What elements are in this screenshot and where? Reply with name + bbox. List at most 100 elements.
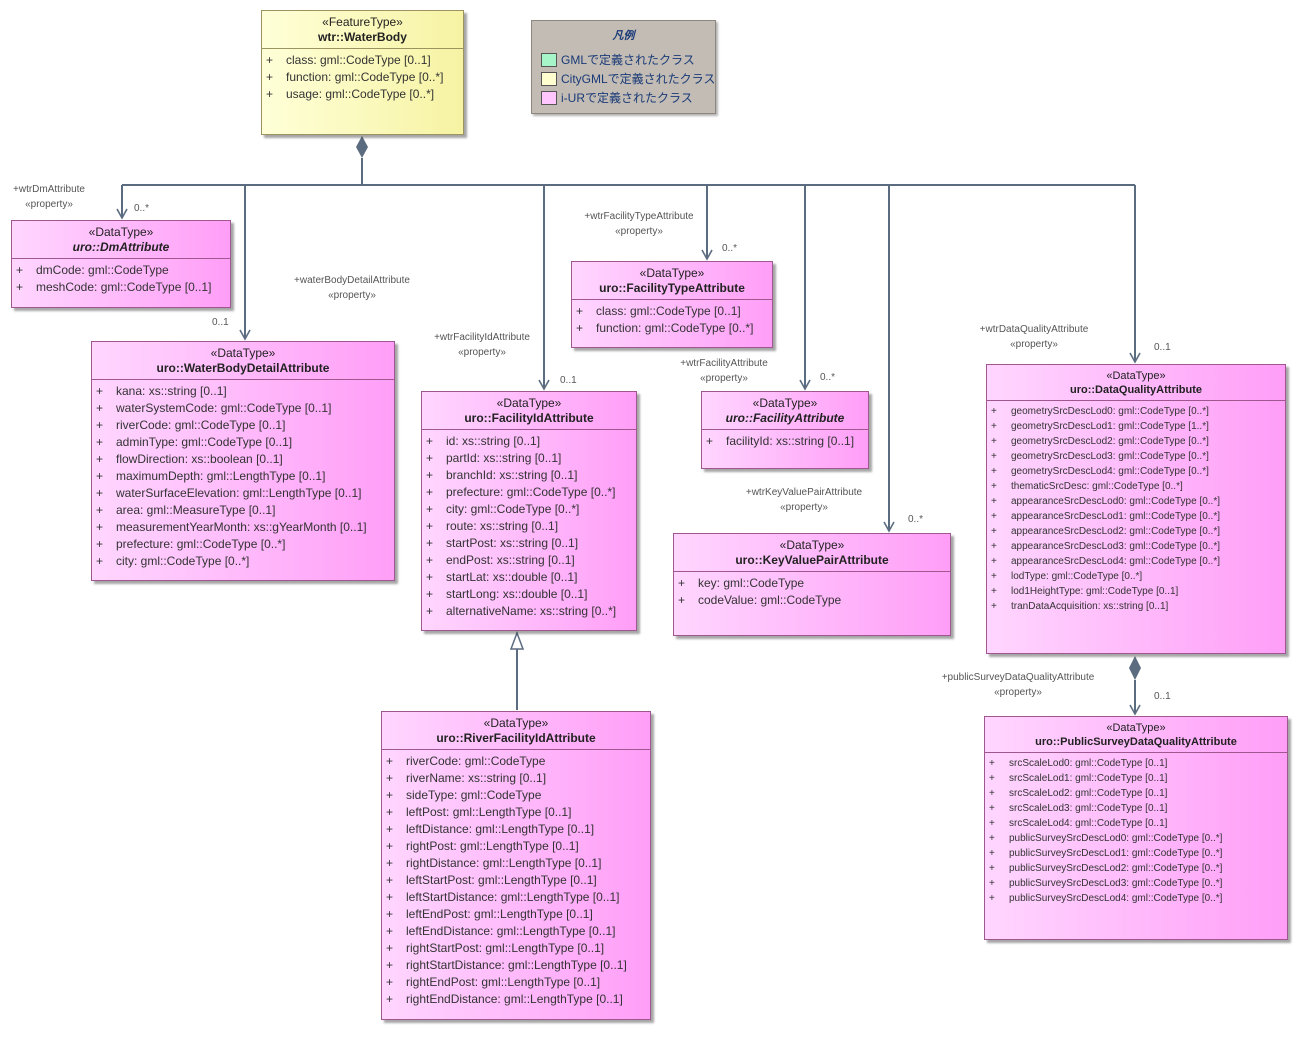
attribute-text: srcScaleLod0: gml::CodeType [0..1] (1009, 758, 1168, 769)
attribute-text: flowDirection: xs::boolean [0..1] (116, 452, 283, 466)
attribute-text: riverCode: gml::CodeType [0..1] (116, 418, 286, 432)
attribute-text: partId: xs::string [0..1] (446, 451, 562, 465)
multiplicity-facid: 0..1 (560, 375, 577, 386)
visibility-marker: + (96, 435, 104, 449)
class-stereotype: «DataType» (483, 716, 549, 730)
class-facility-type-attribute[interactable]: «DataType»uro::FacilityTypeAttribute+cla… (571, 261, 773, 348)
visibility-marker: + (386, 890, 394, 904)
role-label-facid: +wtrFacilityIdAttribute«property» (434, 332, 530, 358)
visibility-marker: + (426, 570, 434, 584)
attribute-text: kana: xs::string [0..1] (116, 384, 227, 398)
legend-swatch-gml (541, 53, 557, 67)
visibility-marker: + (96, 452, 104, 466)
class-key-value-pair-attribute[interactable]: «DataType»uro::KeyValuePairAttribute+key… (673, 533, 951, 636)
legend-swatch-citygml (541, 72, 557, 86)
attribute-text: leftStartPost: gml::LengthType [0..1] (406, 873, 597, 887)
attribute-list: +srcScaleLod0: gml::CodeType [0..1]+srcS… (985, 753, 1287, 908)
attribute-row: +city: gml::CodeType [0..*] (96, 553, 390, 570)
visibility-marker: + (991, 556, 997, 567)
attribute-list: +dmCode: gml::CodeType+meshCode: gml::Co… (12, 259, 230, 298)
visibility-marker: + (386, 856, 394, 870)
class-header: «DataType»uro::FacilityAttribute (702, 392, 868, 430)
visibility-marker: + (96, 384, 104, 398)
role-label-factype: +wtrFacilityTypeAttribute«property» (584, 211, 694, 237)
composition-diamond-dataquality (1129, 656, 1141, 680)
attribute-text: riverCode: gml::CodeType (406, 754, 546, 768)
attribute-row: +rightDistance: gml::LengthType [0..1] (386, 855, 646, 872)
class-stereotype: «DataType» (1106, 370, 1166, 382)
attribute-text: appearanceSrcDescLod3: gml::CodeType [0.… (1011, 541, 1221, 552)
attribute-text: rightStartPost: gml::LengthType [0..1] (406, 941, 605, 955)
attribute-list: +key: gml::CodeType+codeValue: gml::Code… (674, 572, 950, 611)
attribute-text: startPost: xs::string [0..1] (446, 536, 579, 550)
class-stereotype: «DataType» (496, 396, 562, 410)
class-facility-id-attribute[interactable]: «DataType»uro::FacilityIdAttribute+id: x… (421, 391, 637, 631)
visibility-marker: + (991, 451, 997, 462)
class-waterbody-detail-attribute[interactable]: «DataType»uro::WaterBodyDetailAttribute+… (91, 341, 395, 581)
class-river-facility-id-attribute[interactable]: «DataType»uro::RiverFacilityIdAttribute+… (381, 711, 651, 1020)
visibility-marker: + (989, 818, 995, 829)
attribute-text: geometrySrcDescLod3: gml::CodeType [0..*… (1011, 451, 1209, 462)
attribute-text: srcScaleLod1: gml::CodeType [0..1] (1009, 773, 1168, 784)
attribute-text: sideType: gml::CodeType (406, 788, 542, 802)
attribute-text: publicSurveySrcDescLod3: gml::CodeType [… (1009, 878, 1223, 889)
visibility-marker: + (991, 511, 997, 522)
attribute-row: +city: gml::CodeType [0..*] (426, 501, 632, 518)
attribute-row: +leftEndPost: gml::LengthType [0..1] (386, 906, 646, 923)
class-header: «DataType»uro::DmAttribute (12, 221, 230, 259)
attribute-row: +rightEndPost: gml::LengthType [0..1] (386, 974, 646, 991)
class-header: «DataType»uro::FacilityIdAttribute (422, 392, 636, 430)
attribute-text: geometrySrcDescLod1: gml::CodeType [1..*… (1011, 421, 1209, 432)
visibility-marker: + (991, 571, 997, 582)
attribute-row: + lodType: gml::CodeType [0..*] (991, 569, 1281, 584)
class-name: uro::FacilityTypeAttribute (599, 281, 745, 295)
attribute-row: +measurementYearMonth: xs::gYearMonth [0… (96, 519, 390, 536)
visibility-marker: + (989, 803, 995, 814)
visibility-marker: + (989, 773, 995, 784)
attribute-row: +waterSurfaceElevation: gml::LengthType … (96, 485, 390, 502)
class-stereotype: «FeatureType» (322, 15, 403, 29)
attribute-text: class: gml::CodeType [0..1] (596, 304, 741, 318)
attribute-text: waterSystemCode: gml::CodeType [0..1] (116, 401, 332, 415)
visibility-marker: + (706, 434, 714, 448)
role-label-dm: +wtrDmAttribute«property» (13, 184, 85, 210)
visibility-marker: + (426, 434, 434, 448)
attribute-text: lod1HeightType: gml::CodeType [0..1] (1011, 586, 1179, 597)
attribute-text: geometrySrcDescLod4: gml::CodeType [0..*… (1011, 466, 1209, 477)
attribute-row: + geometrySrcDescLod3: gml::CodeType [0..… (991, 449, 1281, 464)
multiplicity-kvp: 0..* (908, 514, 924, 525)
attribute-row: + flowDirection: xs::boolean [0..1] (96, 451, 390, 468)
attribute-row: +adminType: gml::CodeType [0..1] (96, 434, 390, 451)
visibility-marker: + (96, 418, 104, 432)
visibility-marker: + (266, 87, 274, 101)
class-data-quality-attribute[interactable]: «DataType»uro::DataQualityAttribute+geom… (986, 364, 1286, 654)
attribute-list: +id: xs::string [0..1]+partId: xs::strin… (422, 430, 636, 622)
attribute-text: waterSurfaceElevation: gml::LengthType [… (116, 486, 362, 500)
attribute-text: lodType: gml::CodeType [0..*] (1011, 571, 1143, 582)
visibility-marker: + (386, 941, 394, 955)
visibility-marker: + (96, 503, 104, 517)
visibility-marker: + (426, 468, 434, 482)
class-facility-attribute[interactable]: «DataType»uro::FacilityAttribute+ facilit… (701, 391, 869, 469)
attribute-text: facilityId: xs::string [0..1] (726, 434, 855, 448)
visibility-marker: + (678, 593, 686, 607)
class-public-survey-data-quality-attribute[interactable]: «DataType»uro::PublicSurveyDataQualityAt… (984, 716, 1288, 940)
attribute-row: +key: gml::CodeType (678, 575, 946, 592)
visibility-marker: + (266, 53, 274, 67)
attribute-row: +codeValue: gml::CodeType (678, 592, 946, 609)
attribute-row: +riverName: xs::string [0..1] (386, 770, 646, 787)
attribute-text: city: gml::CodeType [0..*] (116, 554, 250, 568)
attribute-text: appearanceSrcDescLod4: gml::CodeType [0.… (1011, 556, 1221, 567)
visibility-marker: + (96, 537, 104, 551)
attribute-text: leftEndPost: gml::LengthType [0..1] (406, 907, 593, 921)
attribute-text: appearanceSrcDescLod0: gml::CodeType [0.… (1011, 496, 1221, 507)
attribute-row: +srcScaleLod2: gml::CodeType [0..1] (989, 786, 1283, 801)
role-label-dq: +wtrDataQualityAttribute«property» (979, 324, 1089, 350)
visibility-marker: + (989, 758, 995, 769)
visibility-marker: + (991, 526, 997, 537)
attribute-row: +startLong: xs::double [0..1] (426, 586, 632, 603)
attribute-text: alternativeName: xs::string [0..*] (446, 604, 617, 618)
class-dm-attribute[interactable]: «DataType»uro::DmAttribute+dmCode: gml::… (11, 220, 231, 308)
class-waterbody[interactable]: «FeatureType»wtr::WaterBody+class: gml::… (261, 10, 464, 135)
visibility-marker: + (426, 536, 434, 550)
